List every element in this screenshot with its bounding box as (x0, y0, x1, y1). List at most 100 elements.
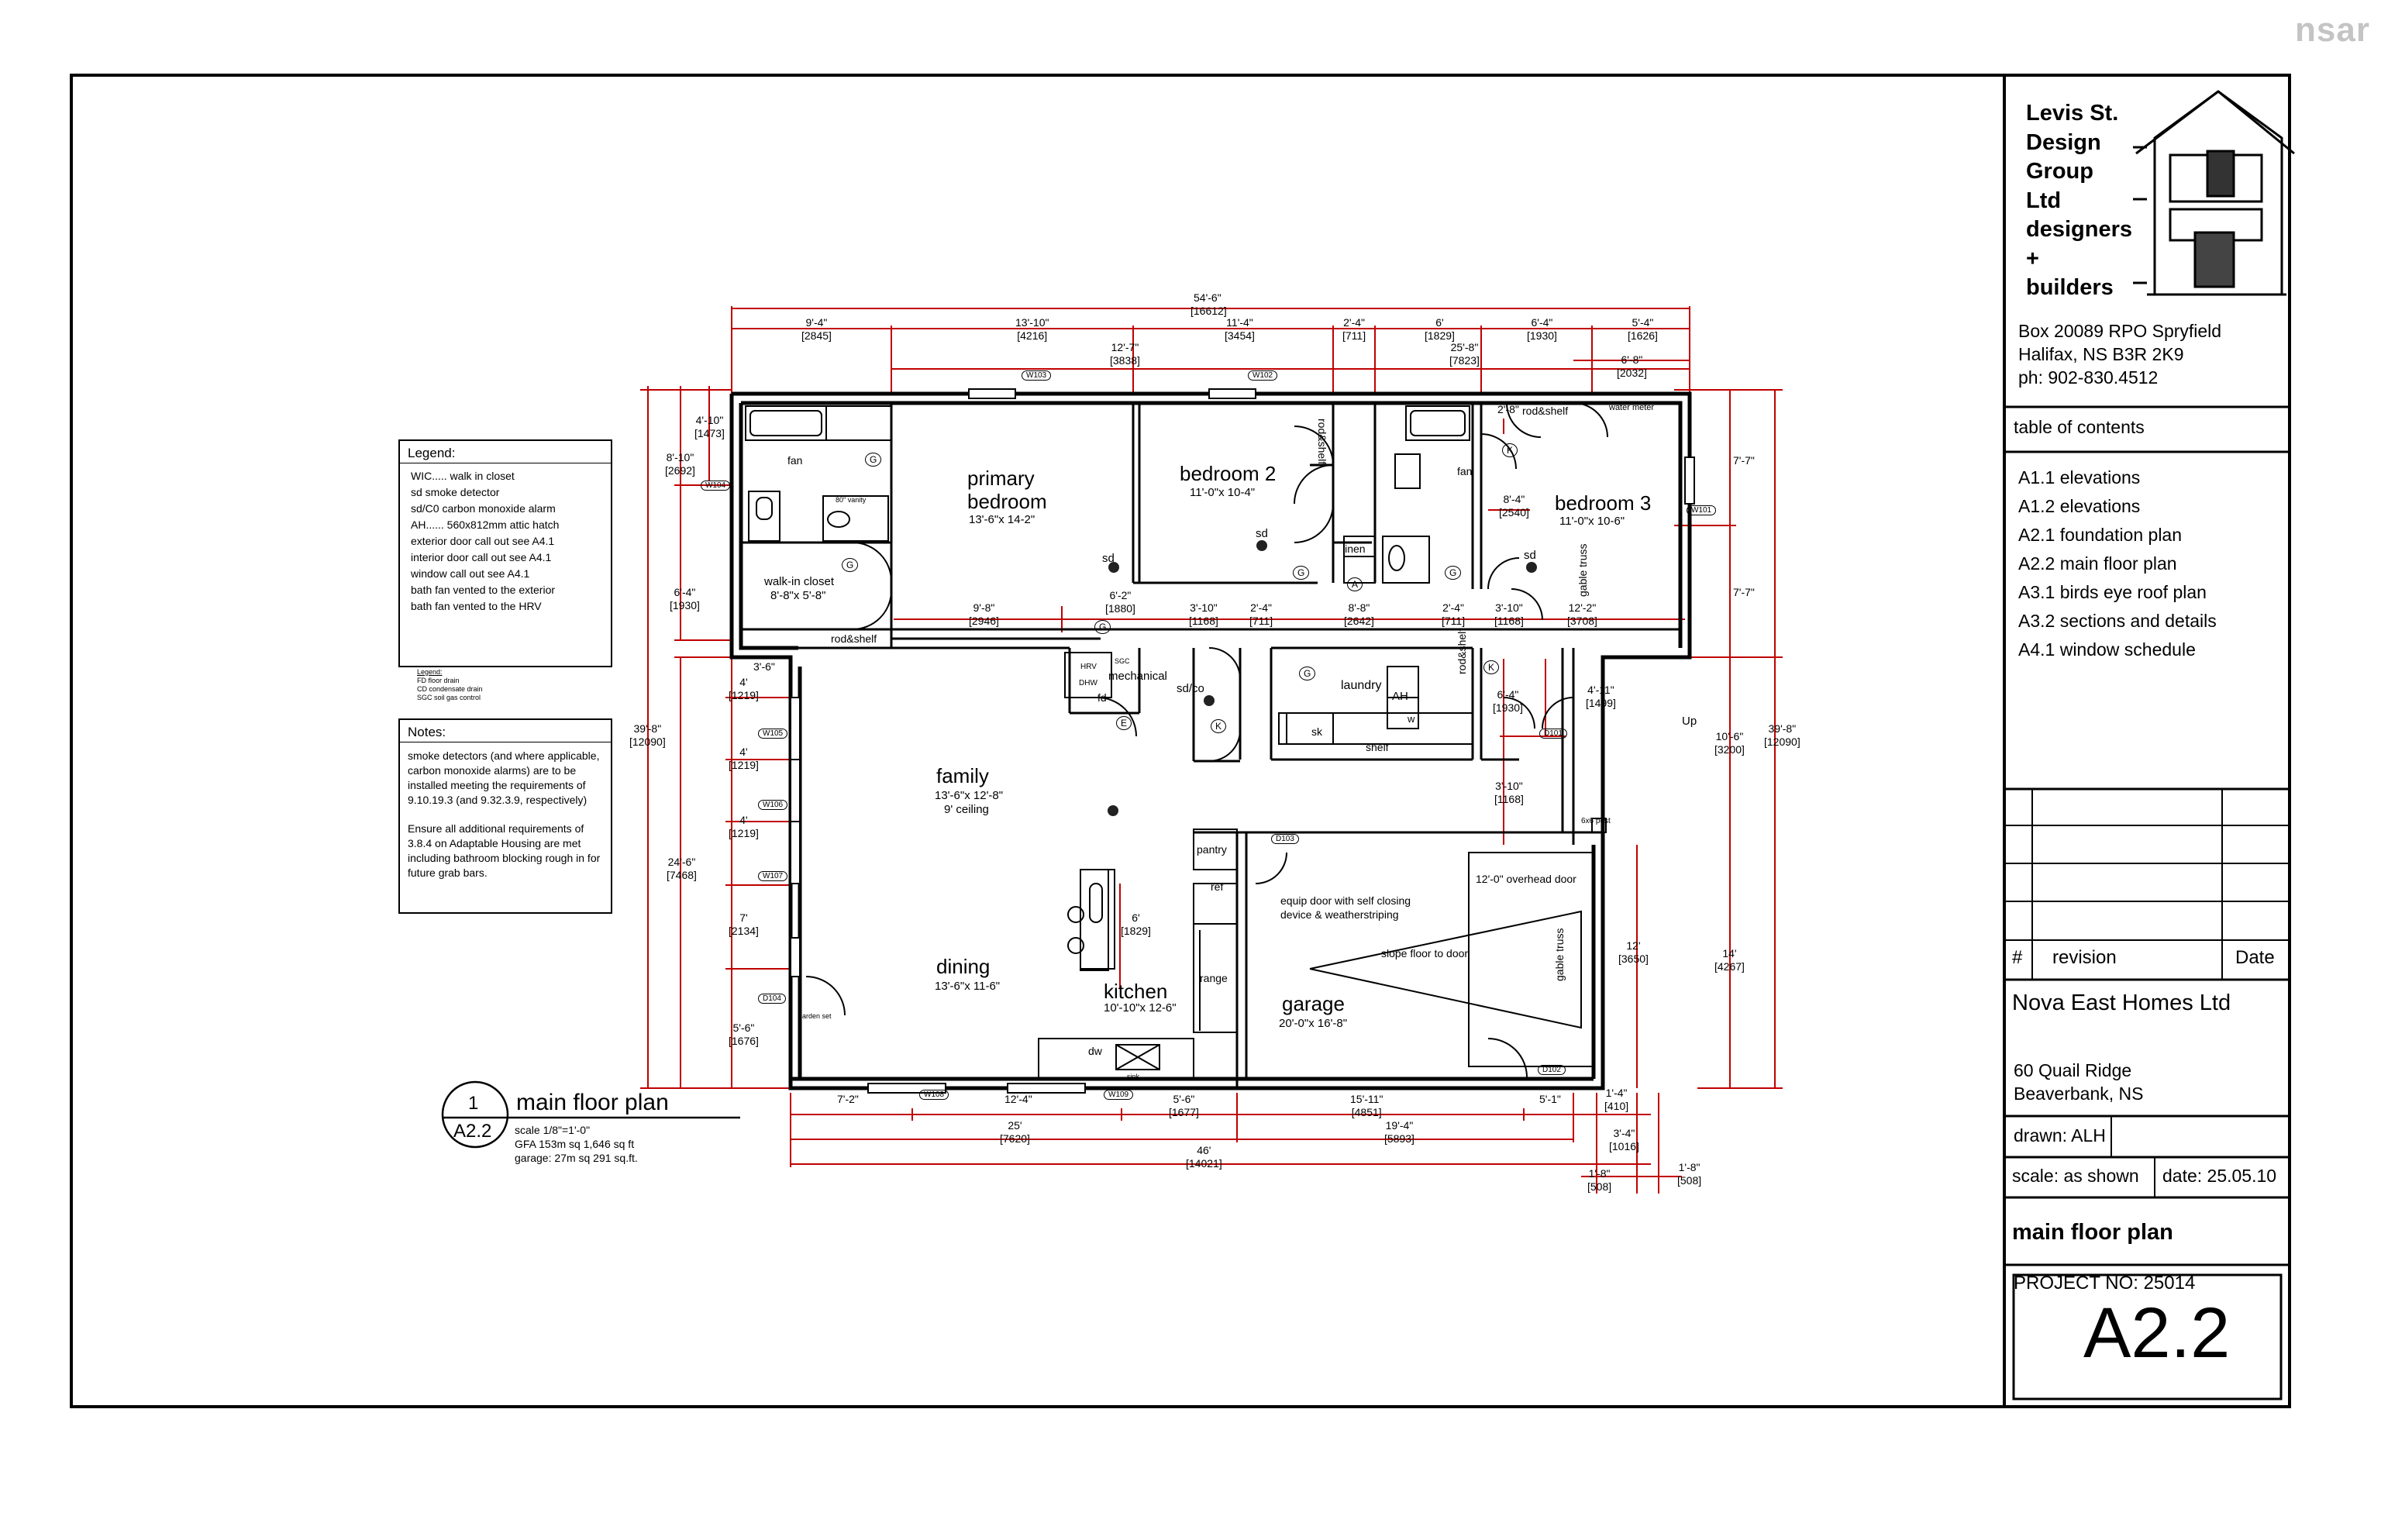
dimension-mm: [711] (1442, 615, 1466, 627)
notes-paragraph: Ensure all additional requirements of 3.… (408, 822, 601, 879)
sd-label-b2: sd (1256, 527, 1268, 540)
scale-note: scale: as shown (2012, 1166, 2139, 1186)
door-tag-a: A (1347, 577, 1363, 591)
dimension-mm: [3838] (1110, 354, 1140, 367)
sk-label: sk (1311, 725, 1322, 738)
dimension-label: 12'-4" (1004, 1093, 1032, 1106)
address-line: ph: 902-830.4512 (2018, 367, 2159, 388)
room-family-ceiling: 9' ceiling (944, 803, 989, 816)
client-name: Nova East Homes Ltd (2012, 990, 2231, 1015)
company-line: Design (2026, 129, 2101, 155)
dimension-label: 6'-2"[1880] (1105, 589, 1135, 615)
sheet-number-box (2012, 1273, 2283, 1400)
small-legend-item: FD floor drain (417, 677, 460, 684)
dimension-feet: 9'-8" (973, 601, 995, 614)
fan-label-primary: fan (787, 454, 803, 467)
dimension-mm: [14021] (1186, 1157, 1222, 1170)
small-legend-item: SGC soil gas control (417, 694, 481, 701)
dimension-feet: 14' (1722, 947, 1737, 959)
room-dining-dim: 13'-6"x 11-6" (935, 980, 1001, 993)
dimension-label: 7'-7" (1733, 586, 1755, 599)
dimension-feet: 7'-7" (1733, 586, 1755, 598)
dimension-label: 1'-4"[410] (1604, 1087, 1628, 1113)
dimension-label: 5'-4"[1626] (1628, 316, 1658, 343)
room-bedroom3-dim: 11'-0"x 10-6" (1559, 515, 1625, 528)
post-label: 6x6 post (1581, 817, 1611, 825)
address-line: Box 20089 RPO Spryfield (2018, 321, 2222, 341)
door-tag-k: K (1502, 443, 1518, 457)
room-rod-shelf: rod&shelf (831, 632, 877, 645)
dimension-label: 9'-8"[2946] (969, 601, 999, 628)
drawing-garage-area: garage: 27m sq 291 sq.ft. (515, 1152, 638, 1164)
room-primary-name2: bedroom (967, 490, 1047, 513)
room-garage-dim: 20'-0"x 16'-8" (1279, 1017, 1348, 1030)
toc-item: A2.2 main floor plan (2018, 553, 2177, 574)
window-tag-w103: W103 (1022, 370, 1052, 381)
door-tag-g: G (842, 558, 859, 572)
dimension-label: 15'-11"[4851] (1350, 1093, 1383, 1119)
legend-item: sd/C0 carbon monoxide alarm (411, 502, 556, 515)
dimension-label: 1'-8"[508] (1587, 1167, 1611, 1194)
dimension-mm: [7468] (667, 869, 697, 881)
notes-paragraph: smoke detectors (and where applicable, c… (408, 749, 600, 806)
slope-floor-note: slope floor to door (1381, 947, 1469, 959)
dimension-mm: [2642] (1344, 615, 1374, 627)
door-tag-k: K (1483, 660, 1500, 674)
dimension-feet: 2'-8" (1497, 403, 1519, 415)
legend-item: AH...... 560x812mm attic hatch (411, 519, 560, 531)
drawn-by: drawn: ALH (2014, 1125, 2106, 1146)
toc-item: A1.1 elevations (2018, 467, 2141, 487)
toc-item: A4.1 window schedule (2018, 639, 2196, 660)
stair-up-label: Up (1682, 715, 1697, 728)
room-linen: linen (1342, 543, 1366, 555)
dimension-label: 25'-8"[7823] (1449, 341, 1480, 367)
window-tag-w104: W104 (701, 481, 731, 491)
dimension-label: 24'-6"[7468] (667, 856, 697, 882)
dimension-mm: [1219] (729, 759, 759, 771)
dimension-feet: 6'-4" (674, 586, 696, 598)
sdco-label: sd/co (1177, 682, 1204, 695)
dimension-label: 2'-4"[711] (1442, 601, 1465, 628)
room-rod-shelf-b3: rod&shelf (1522, 405, 1569, 417)
toc-item: A1.2 elevations (2018, 496, 2141, 516)
dimension-label: 3'-10"[1168] (1189, 601, 1218, 628)
dimension-mm: [2540] (1499, 506, 1529, 519)
room-primary-name: primary (967, 467, 1035, 490)
dimension-feet: 7'-7" (1733, 454, 1755, 467)
room-mechanical: mechanical (1108, 670, 1167, 683)
door-tag-e: E (1116, 716, 1132, 730)
toc-item: A2.1 foundation plan (2018, 525, 2183, 545)
dimension-label: 2'-8" (1497, 403, 1519, 416)
door-tag-g: G (1299, 667, 1316, 680)
dimension-mm: [1168] (1494, 793, 1524, 805)
revision-table (2004, 789, 2290, 1197)
range-label: range (1200, 972, 1228, 984)
dimension-label: 4'[1219] (729, 676, 759, 702)
dimension-feet: 4' (739, 814, 748, 826)
dimension-label: 8'-4"[2540] (1499, 493, 1529, 519)
dimension-mm: [1168] (1494, 615, 1524, 627)
dimension-feet: 6' (1435, 316, 1444, 329)
dimension-mm: [508] (1677, 1174, 1702, 1187)
dimension-label: 14'[4267] (1714, 947, 1745, 973)
revision-date-label: Date (2235, 947, 2275, 968)
house-sketch-logo (2133, 90, 2295, 296)
drawing-gfa: GFA 153m sq 1,646 sq ft (515, 1138, 635, 1150)
sgc-label: SGC (1115, 657, 1130, 665)
dimension-mm: [2946] (969, 615, 999, 627)
dimension-feet: 5'-6" (732, 1021, 755, 1034)
legend-title: Legend: (400, 441, 611, 463)
dimension-feet: 5'-1" (1539, 1093, 1561, 1105)
dimension-mm: [3708] (1567, 615, 1597, 627)
dimension-label: 6'-8"[2032] (1617, 353, 1647, 380)
sheet-border (70, 74, 2291, 1408)
door-swings (805, 402, 1608, 1078)
dimension-feet: 6' (1132, 911, 1140, 924)
room-family-dim: 13'-6"x 12'-8" (935, 789, 1004, 802)
legend-item: interior door call out see A4.1 (411, 551, 552, 563)
door-tag-g: G (865, 453, 882, 467)
site-line: Beaverbank, NS (2014, 1084, 2144, 1104)
door-tag-d103: D103 (1271, 834, 1299, 844)
company-line: Levis St. (2026, 101, 2119, 126)
dimension-feet: 3'-10" (1190, 601, 1218, 614)
